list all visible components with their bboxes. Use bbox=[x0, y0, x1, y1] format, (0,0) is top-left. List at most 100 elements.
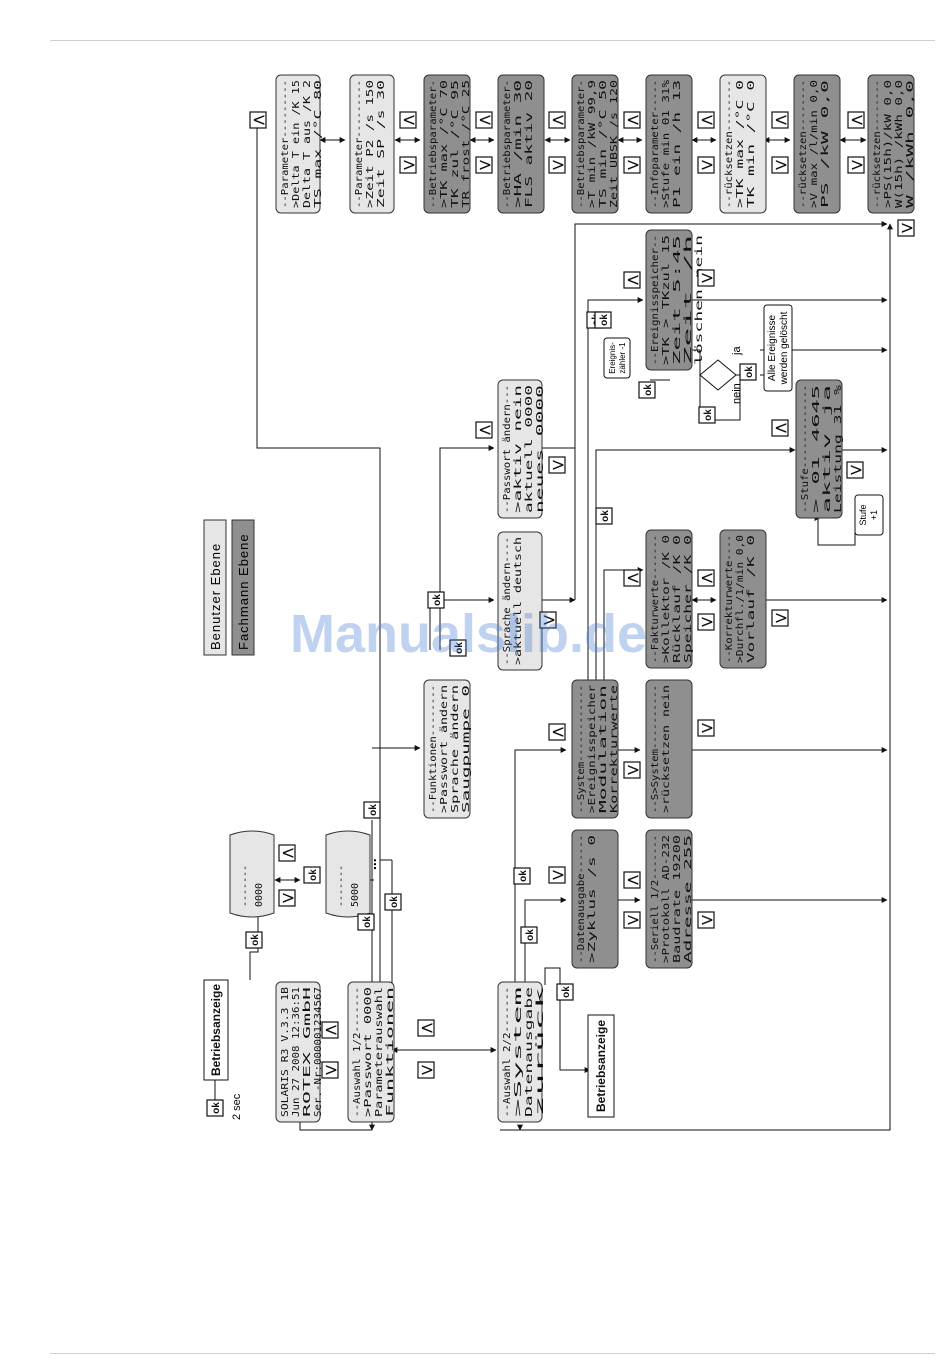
display-frame bbox=[325, 830, 371, 918]
key-label: ok bbox=[432, 594, 443, 606]
key-frame bbox=[278, 889, 296, 907]
connector-line bbox=[500, 223, 893, 1131]
display-line: >Passwort ändern bbox=[439, 685, 450, 813]
display-line: --Ereignisspeicher-- bbox=[650, 235, 661, 365]
ereignis-zaehler-label: zähler -1 bbox=[618, 342, 627, 374]
key-label: ok bbox=[362, 916, 373, 928]
ok-key: ok bbox=[594, 311, 612, 329]
ja-label: ja bbox=[731, 346, 743, 356]
key-frame bbox=[513, 867, 531, 885]
down-key: ⋁ bbox=[548, 156, 566, 174]
two-sec-label: 2 sec bbox=[231, 1093, 243, 1120]
key-frame bbox=[399, 111, 417, 129]
down-key: ⋁ bbox=[548, 456, 566, 474]
display-line: --Parameter--------- bbox=[280, 80, 291, 208]
ok-key: ok bbox=[206, 1099, 224, 1117]
key-frame bbox=[548, 723, 566, 741]
display-frame bbox=[497, 981, 543, 1123]
display-line: Zeit UBSK /s 120 bbox=[609, 80, 620, 208]
display-line: TK min /°C 0 bbox=[746, 80, 757, 208]
down-key: ⋁ bbox=[623, 761, 641, 779]
nein-label: nein bbox=[731, 383, 743, 404]
display-line: --Seriell 1/2------- bbox=[650, 835, 661, 963]
display-line: PS /kW 0,0 bbox=[820, 80, 831, 208]
decision-diamond bbox=[699, 359, 737, 391]
display-frame bbox=[349, 74, 395, 214]
key-frame bbox=[697, 111, 715, 129]
display-line: Saugpumpe 0 bbox=[461, 685, 472, 813]
key-label: ok bbox=[643, 384, 654, 396]
key-frame bbox=[427, 591, 445, 609]
legend-expert-label: Fachmann Ebene bbox=[236, 533, 251, 650]
betriebsanzeige-label: Betriebsanzeige bbox=[209, 984, 223, 1076]
display-frame bbox=[571, 679, 619, 819]
up-key: ⋀ bbox=[623, 569, 641, 587]
display-frame bbox=[645, 679, 693, 819]
display-line: löschen nein bbox=[694, 235, 705, 365]
dots-label: ... bbox=[363, 858, 379, 870]
key-label: ok bbox=[703, 409, 714, 421]
key-label: ⋁ bbox=[701, 915, 713, 926]
display-line: Baudrate 19200 bbox=[672, 835, 683, 963]
down-key: ⋁ bbox=[475, 156, 493, 174]
down-key: ⋁ bbox=[697, 911, 715, 929]
up-key: ⋀ bbox=[475, 111, 493, 129]
ok-key: ok bbox=[520, 926, 538, 944]
connector-line bbox=[814, 515, 856, 546]
display-line: --Auswahl 1/2------- bbox=[352, 987, 363, 1117]
key-frame bbox=[847, 111, 865, 129]
display-auswahl1: --Auswahl 1/2------->Passwort 0000 Param… bbox=[347, 981, 396, 1123]
display-line: --Fakturwerte------- bbox=[650, 535, 661, 663]
key-label: ⋁ bbox=[543, 615, 555, 626]
ok-key: ok bbox=[245, 931, 263, 949]
display-betrieb1: --Betriebsparameter->TK max /°C 70 TK zu… bbox=[423, 74, 472, 214]
key-label: ⋁ bbox=[701, 723, 713, 734]
key-label: ⋀ bbox=[421, 1023, 433, 1034]
display-frame bbox=[497, 74, 545, 214]
up-key: ⋀ bbox=[548, 111, 566, 129]
key-frame bbox=[623, 761, 641, 779]
key-frame bbox=[206, 1099, 224, 1117]
display-line: P1 ein /h 13 bbox=[672, 80, 683, 208]
down-key: ⋁ bbox=[697, 269, 715, 287]
key-frame bbox=[697, 911, 715, 929]
key-frame bbox=[417, 1019, 435, 1037]
key-label: ⋁ bbox=[901, 223, 913, 234]
display-line: >TK max /°C 0 bbox=[735, 80, 746, 208]
display-line: --Infoparameter----- bbox=[650, 80, 661, 208]
display-line: 5000 bbox=[350, 883, 361, 907]
ereignis-zaehler-label-frame bbox=[603, 337, 631, 379]
down-key: ⋁ bbox=[697, 613, 715, 631]
display-line: Rücklauf /K 0 bbox=[672, 535, 683, 663]
connector-line bbox=[595, 447, 796, 680]
ok-key: ok bbox=[303, 866, 321, 884]
ok-key: ok bbox=[357, 913, 375, 931]
display-line: W(15h) /kWh 0,0 bbox=[894, 80, 905, 208]
key-label: ok bbox=[561, 986, 572, 998]
connector-line bbox=[514, 747, 567, 985]
display-frame bbox=[229, 830, 275, 918]
key-frame bbox=[638, 381, 656, 399]
display-line: zurück bbox=[535, 987, 546, 1117]
key-label: ⋀ bbox=[552, 727, 564, 738]
key-frame bbox=[303, 866, 321, 884]
display-line: --Parameter--------- bbox=[354, 80, 365, 208]
up-key: ⋀ bbox=[623, 271, 641, 289]
key-label: ⋁ bbox=[421, 1065, 433, 1076]
key-label: ⋁ bbox=[552, 160, 564, 171]
key-frame bbox=[771, 156, 789, 174]
display-line: Modulation bbox=[598, 685, 609, 813]
key-label: ok bbox=[518, 870, 529, 882]
display-line: >Ereignisspeicher bbox=[587, 685, 598, 813]
display-line: --Funktionen-------- bbox=[428, 685, 439, 813]
display-line: Adresse 255 bbox=[683, 835, 694, 963]
display-line: Funktionen bbox=[385, 987, 396, 1117]
display-line: --Auswahl 2/2------- bbox=[502, 987, 513, 1117]
key-label: ok bbox=[368, 804, 379, 816]
display-line: --Betriebsparameter- bbox=[428, 80, 439, 208]
key-frame bbox=[697, 269, 715, 287]
key-label: ⋀ bbox=[701, 573, 713, 584]
key-frame bbox=[321, 1061, 339, 1079]
display-line: aktiv ja bbox=[822, 385, 833, 513]
